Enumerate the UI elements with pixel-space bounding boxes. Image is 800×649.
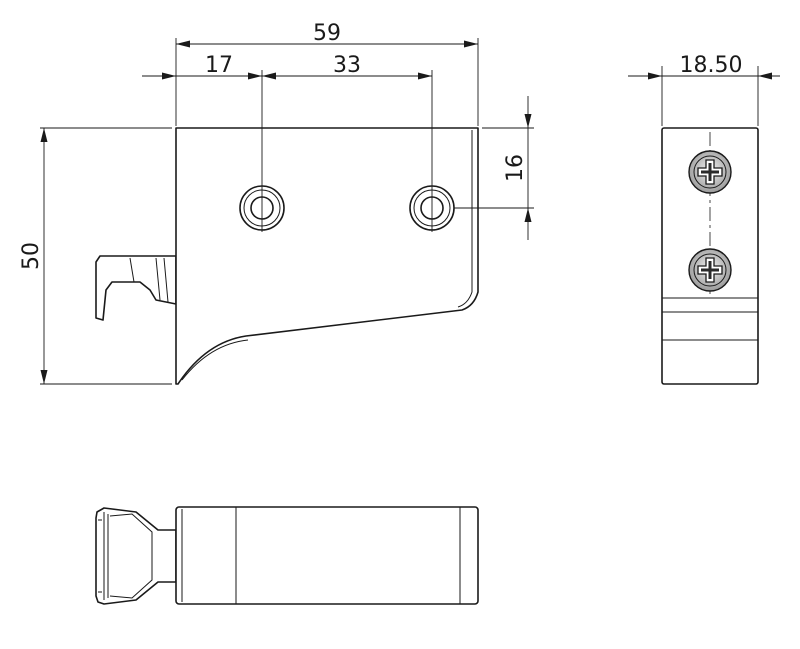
dim-depth: 18.50: [680, 53, 743, 78]
front-hook: [95, 255, 177, 321]
bottom-hook: [95, 507, 177, 605]
front-view: [95, 127, 479, 385]
dim-height: 50: [19, 242, 44, 270]
screw-head-top: [688, 150, 732, 194]
bottom-view: [95, 506, 479, 605]
dim-hole-spacing: 33: [333, 53, 361, 78]
dim-overall-width: 59: [313, 21, 341, 46]
screw-head-bottom: [688, 248, 732, 292]
side-dimension-lines: [628, 66, 780, 126]
side-view: [661, 127, 759, 385]
front-plate: [175, 127, 479, 385]
dim-hole-offset: 17: [205, 53, 233, 78]
front-dimension-lines: [40, 38, 534, 385]
dim-hole-height: 16: [503, 154, 528, 182]
